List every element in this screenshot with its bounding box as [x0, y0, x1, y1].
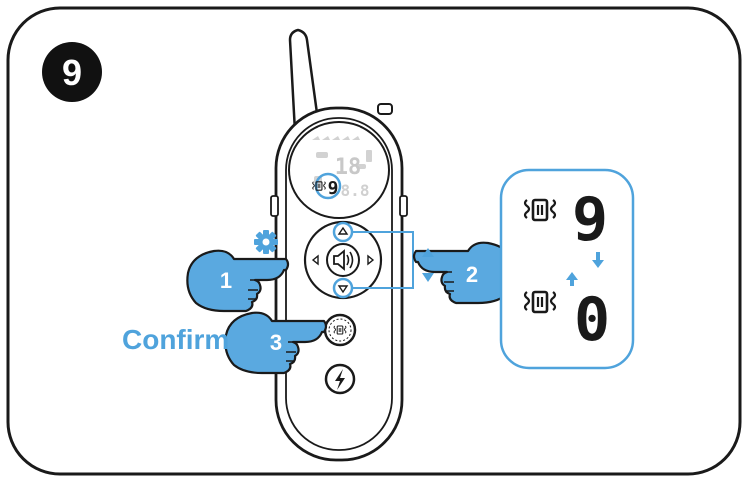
- svg-text:8.8: 8.8: [341, 181, 370, 200]
- lcd-screen: 18 8.8 9: [288, 121, 390, 219]
- zoom-top-value: 9: [572, 185, 608, 255]
- speaker-icon: [333, 249, 354, 271]
- swap-arrows-icon: [566, 252, 604, 286]
- settings-gear-icon: [254, 230, 278, 254]
- down-indicator-icon: [422, 273, 434, 282]
- up-arrow-icon: [337, 226, 349, 235]
- hand-3: 3: [224, 311, 328, 375]
- step-number: 9: [62, 52, 82, 93]
- updown-bracket: [352, 231, 414, 289]
- lightning-icon: [335, 369, 345, 390]
- hand-1-number: 1: [220, 268, 232, 293]
- zoom-panel: 9 0: [499, 168, 635, 370]
- hand-1: 1: [186, 249, 290, 313]
- hand-2-number: 2: [466, 262, 478, 287]
- down-arrow-icon: [337, 285, 349, 294]
- hand-3-number: 3: [270, 330, 282, 355]
- remote-control: 18 8.8 9: [270, 28, 414, 462]
- right-arrow-icon: [367, 254, 375, 266]
- zoom-bottom-value: 0: [574, 285, 610, 355]
- up-indicator-icon: [422, 248, 434, 257]
- dpad[interactable]: [303, 220, 383, 300]
- confirm-label: Confirm: [122, 324, 229, 355]
- vibration-button[interactable]: [323, 313, 357, 347]
- lcd-small-number: 18: [335, 155, 362, 180]
- lcd-level: 9: [328, 178, 339, 199]
- step-badge: 9: [42, 42, 102, 102]
- up-button[interactable]: [332, 221, 354, 243]
- down-button[interactable]: [332, 277, 354, 299]
- left-arrow-icon: [311, 254, 319, 266]
- shock-button[interactable]: [324, 363, 356, 395]
